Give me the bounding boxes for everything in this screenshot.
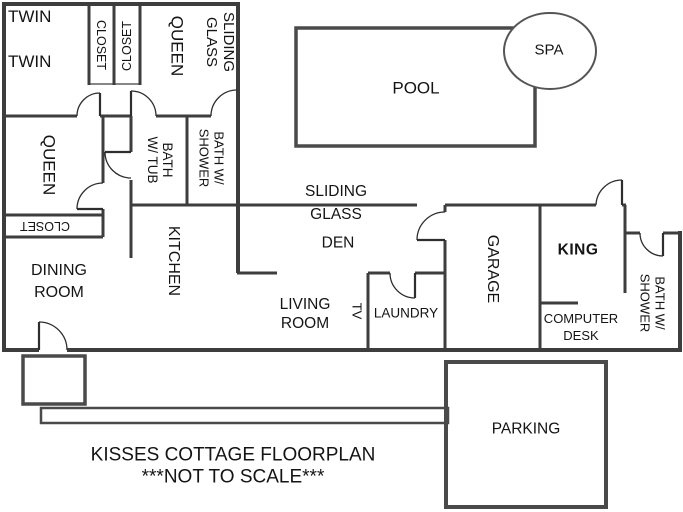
label-computer-desk: COMPUTER DESK <box>543 311 619 343</box>
label-den: DEN <box>321 234 355 252</box>
exterior-walls <box>2 2 682 352</box>
hall-door-arc <box>104 151 132 179</box>
label-closet-top-right: CLOSET <box>120 20 134 72</box>
label-bath-w-tub: BATH W/ TUB <box>145 136 176 184</box>
label-sliding-glass-top: SLIDING GLASS <box>203 11 237 73</box>
label-garage: GARAGE <box>483 234 501 304</box>
twin-room-door-arc <box>76 92 101 117</box>
label-twin-bed-2: TWIN <box>8 52 52 71</box>
walkway-outline <box>39 406 450 425</box>
porch-outline <box>21 354 87 406</box>
garage-door-arc <box>416 211 446 241</box>
floorplan-title: KISSES COTTAGE FLOORPLAN <box>90 444 376 466</box>
label-parking: PARKING <box>491 420 561 438</box>
queen-top-door-arc <box>130 90 157 117</box>
label-queen-top: QUEEN <box>167 15 187 77</box>
label-closet-mid: CLOSET <box>19 219 71 233</box>
label-twin-bed-1: TWIN <box>8 7 52 26</box>
label-pool: POOL <box>392 78 440 98</box>
floorplan-subtitle: ***NOT TO SCALE*** <box>141 466 325 488</box>
bath-shower2-door-arc <box>639 232 664 257</box>
parking-outline <box>444 360 608 509</box>
king-room-door-arc <box>595 179 623 206</box>
door-leaves <box>37 91 665 350</box>
interior-walls <box>4 4 681 350</box>
label-laundry: LAUNDRY <box>373 305 439 321</box>
laundry-door-arc <box>389 272 416 299</box>
label-bath-w-shower-2: BATH W/ SHOWER <box>638 273 668 333</box>
label-sliding-glass-mid: SLIDING GLASS <box>304 183 368 223</box>
label-bath-w-shower-1: BATH W/ SHOWER <box>197 128 227 188</box>
label-tv: TV <box>349 302 365 320</box>
queen-left-door-arc <box>76 182 104 210</box>
label-king: KING <box>557 241 599 259</box>
door-arcs <box>38 89 664 351</box>
queen-top-door2-arc <box>210 89 238 117</box>
label-closet-top-left: CLOSET <box>94 19 108 71</box>
label-spa: SPA <box>534 41 564 59</box>
label-queen-left: QUEEN <box>39 134 59 196</box>
spa-outline <box>503 12 597 90</box>
label-living-room: LIVING ROOM <box>279 296 331 332</box>
label-kitchen: KITCHEN <box>164 225 182 297</box>
label-dining-room: DINING ROOM <box>31 262 87 301</box>
front-door-arc <box>38 321 68 351</box>
